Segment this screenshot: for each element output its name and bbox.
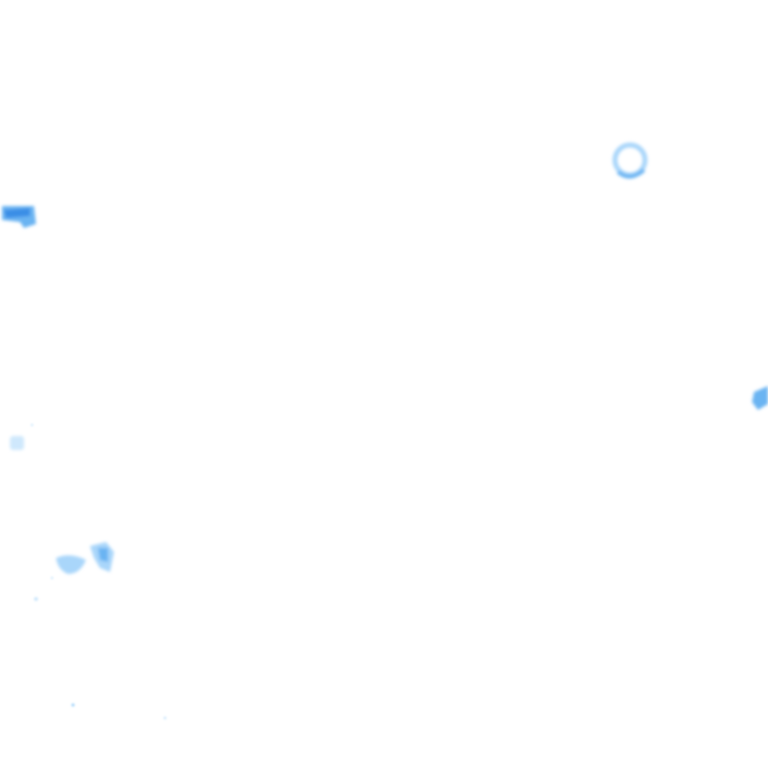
small-speck-left [10,436,24,450]
cluster-speck [56,542,114,574]
ring-speck [612,142,648,179]
edge-speck-right [752,386,768,410]
tiny-dots [30,423,167,720]
bar-speck [2,206,36,228]
